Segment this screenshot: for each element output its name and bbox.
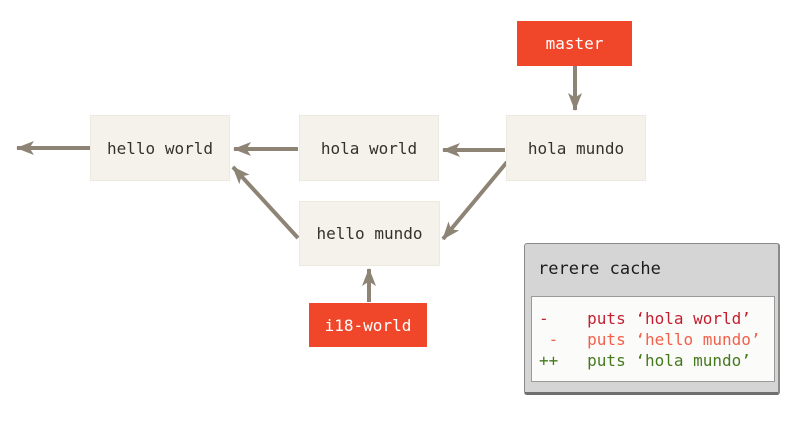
commit-label: hola world (320, 138, 418, 158)
rerere-cache-panel: rerere cache - puts ‘hola world’ - puts … (524, 243, 780, 395)
commit-node-hello-world: hello world (90, 115, 230, 181)
arrow-hola-mundo-to-hello-mundo (441, 160, 509, 241)
commit-node-hola-world: hola world (299, 115, 439, 181)
rerere-cache-diff-box: - puts ‘hola world’ - puts ‘hello mundo’… (531, 296, 775, 382)
arrow-hello-mundo-to-hello-world (231, 165, 300, 240)
diff-line-removed-theirs: - puts ‘hello mundo’ (539, 330, 761, 349)
rerere-cache-title: rerere cache (538, 259, 661, 279)
branch-label-i18-world-text: i18-world (324, 315, 412, 335)
diff-line-added-resolution: ++ puts ‘hola mundo’ (539, 351, 751, 370)
branch-label-master: master (517, 21, 632, 66)
commit-node-hola-mundo: hola mundo (506, 115, 646, 181)
commit-label: hello mundo (316, 224, 423, 243)
commit-label: hello world (107, 138, 213, 158)
branch-label-i18-world: i18-world (309, 303, 427, 347)
commit-node-hello-mundo: hello mundo (299, 201, 440, 266)
diff-line-removed-ours: - puts ‘hola world’ (539, 309, 751, 328)
branch-label-master-text: master (545, 34, 604, 53)
commit-label: hola mundo (527, 138, 625, 158)
